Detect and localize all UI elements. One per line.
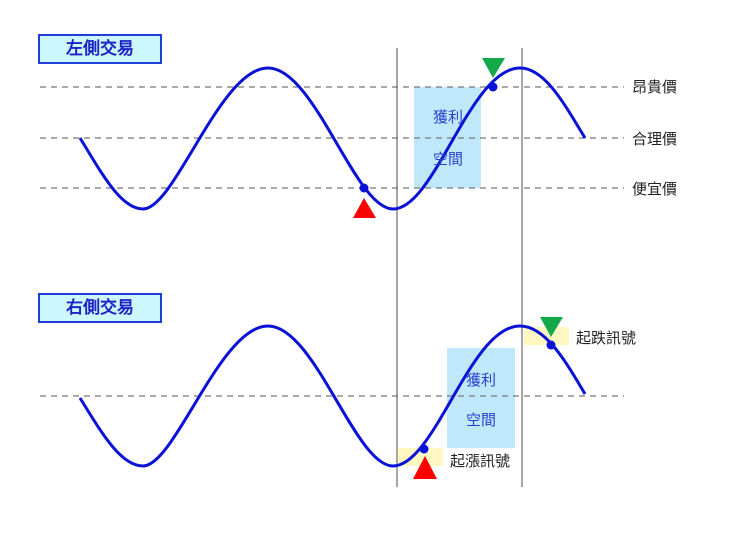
sell-down-triangle-icon <box>482 58 505 78</box>
fall-signal-label: 起跌訊號 <box>576 329 637 347</box>
bottom-profit-label-1: 獲利 <box>465 371 496 389</box>
top-buy-point <box>359 183 369 193</box>
bottom-price-curve <box>78 324 587 468</box>
expensive-price-label: 昂貴價 <box>632 78 678 96</box>
top-sell-point <box>488 82 498 92</box>
top-profit-label-2: 空間 <box>432 150 463 168</box>
left-side-trading-title: 左側交易 <box>38 34 162 64</box>
buy-up-triangle-icon <box>353 198 376 218</box>
sell-down-triangle-icon <box>540 317 563 337</box>
top-price-curve <box>78 66 587 211</box>
bottom-profit-label-2: 空間 <box>465 411 496 429</box>
cheap-price-label: 便宜價 <box>632 180 678 198</box>
right-side-trading-title: 右側交易 <box>38 293 162 323</box>
bottom-profit-zone <box>447 348 515 448</box>
buy-signal-highlight <box>398 448 443 466</box>
rise-signal-label: 起漲訊號 <box>450 452 511 470</box>
buy-up-triangle-icon <box>413 456 437 479</box>
bottom-buy-point <box>419 444 429 454</box>
top-profit-label-1: 獲利 <box>432 108 463 126</box>
fair-price-label: 合理價 <box>632 130 678 148</box>
bottom-sell-point <box>546 340 556 350</box>
